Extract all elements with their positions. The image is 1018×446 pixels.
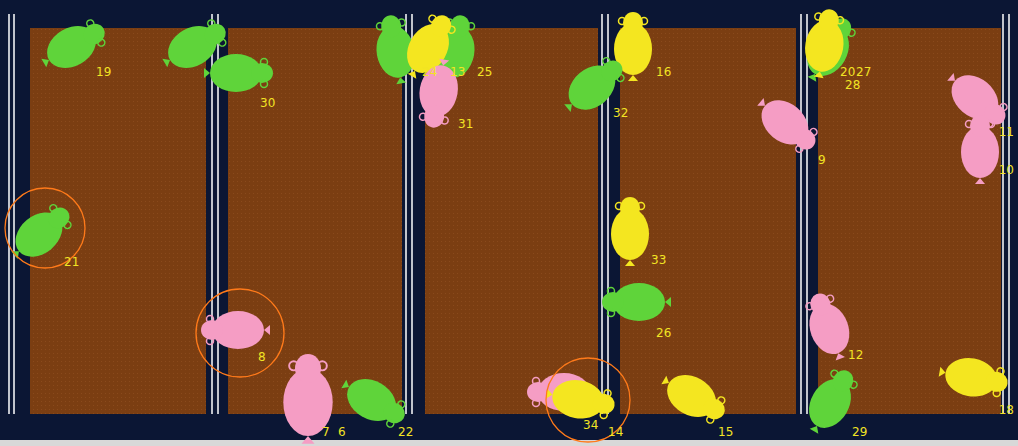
pen-floor [30,28,206,414]
pig-number: 7 [322,426,330,438]
pig [34,12,113,79]
pig [201,311,270,349]
pig-number: 9 [818,154,826,166]
pig [611,197,649,266]
pig-number: 27 [856,66,871,78]
pig [555,49,632,122]
pig-number: 20 [840,66,855,78]
pig-number: 15 [718,426,733,438]
pig-number: 19 [96,66,111,78]
pig [961,115,999,184]
pig [602,283,671,321]
pig-number: 8 [258,351,266,363]
pig [204,54,273,92]
pig-number: 12 [848,349,863,361]
pig-number: 26 [656,327,671,339]
pig-number: 32 [613,107,628,119]
status-strip [0,440,1018,446]
pig-number: 11 [999,126,1014,138]
pig [654,364,733,431]
pig-number: 6 [338,426,346,438]
pig [283,354,332,444]
pig-number: 24 [422,66,437,78]
pig [2,196,79,269]
pig-number: 13 [450,66,465,78]
pig-number: 14 [608,426,623,438]
pig-number: 21 [64,256,79,268]
pig-number: 18 [999,404,1014,416]
pig-number: 22 [398,426,413,438]
highlight-circles [5,188,630,442]
pig-number: 31 [458,118,473,130]
pig [748,87,825,160]
pig [936,353,1011,402]
pig-number: 34 [583,419,598,431]
pig-number: 28 [845,79,860,91]
pig-number: 33 [651,254,666,266]
pen-walls [9,14,1009,414]
pig-number: 30 [260,97,275,109]
pig [334,368,413,435]
pig-number: 29 [852,426,867,438]
pig-number: 10 [999,164,1014,176]
pig [543,375,618,424]
pig-number: 25 [477,66,492,78]
pig-number: 16 [656,66,671,78]
